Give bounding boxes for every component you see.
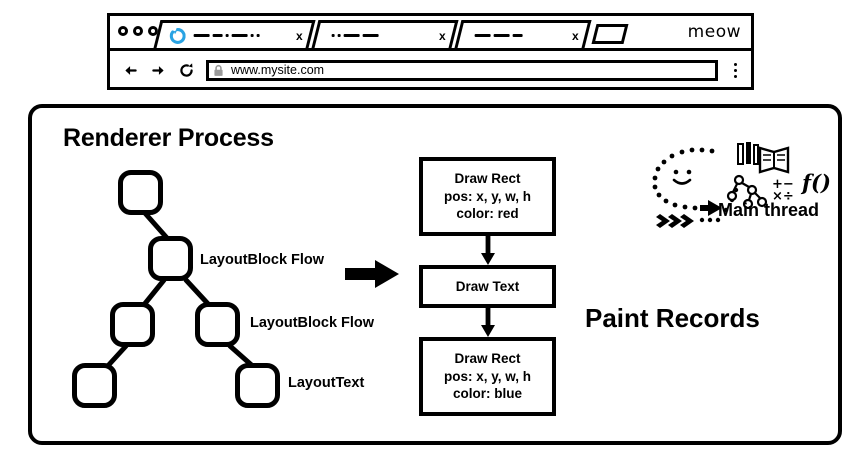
back-button[interactable] bbox=[119, 60, 141, 82]
browser-tab-3[interactable]: x bbox=[454, 20, 592, 48]
forward-button[interactable] bbox=[147, 60, 169, 82]
layout-tree-node-6[interactable] bbox=[235, 363, 280, 408]
layout-tree-node-2[interactable] bbox=[148, 236, 193, 281]
layout-tree-label-1: LayoutBlock Flow bbox=[200, 252, 325, 268]
layout-tree-diagram: LayoutBlock Flow LayoutBlock Flow Layout… bbox=[60, 160, 390, 410]
paint-record-3-line-3: color: blue bbox=[452, 386, 522, 402]
browser-tab-1[interactable]: x bbox=[153, 20, 316, 48]
paint-record-1[interactable]: Draw Rect pos: x, y, w, h color: red bbox=[419, 157, 556, 236]
layout-tree-label-2: LayoutBlock Flow bbox=[250, 315, 375, 331]
layout-tree-node-4[interactable] bbox=[195, 302, 240, 347]
url-bar[interactable]: www.mysite.com bbox=[206, 60, 718, 81]
paint-flow-arrow-2 bbox=[481, 308, 495, 337]
window-controls bbox=[118, 26, 158, 36]
browser-tab-2-title bbox=[331, 34, 379, 38]
layout-tree-node-root[interactable] bbox=[118, 170, 163, 215]
layout-tree-node-5[interactable] bbox=[72, 363, 117, 408]
reload-button[interactable] bbox=[175, 60, 197, 82]
browser-toolbar: www.mysite.com bbox=[110, 51, 751, 90]
paint-flow-arrow-1 bbox=[481, 236, 495, 265]
math-symbols-icon: +− ×÷ bbox=[772, 177, 794, 204]
window-dot-1[interactable] bbox=[118, 26, 128, 36]
more-vertical-icon[interactable] bbox=[724, 63, 746, 78]
browser-window: x x x meow bbox=[107, 13, 754, 90]
juggling-thread-figure-icon: +− ×÷ f() bbox=[636, 140, 846, 230]
paint-record-2-line-1: Draw Text bbox=[455, 278, 520, 294]
arrow-right-thick-icon bbox=[345, 258, 400, 290]
new-tab-button[interactable] bbox=[591, 24, 629, 44]
paint-record-3-line-1: Draw Rect bbox=[454, 350, 521, 366]
browser-tab-2-close-icon[interactable]: x bbox=[438, 28, 446, 43]
book-icon bbox=[758, 146, 790, 174]
lock-icon bbox=[212, 64, 225, 77]
browser-tab-2[interactable]: x bbox=[311, 20, 459, 48]
tab-strip: x x x meow bbox=[110, 16, 751, 51]
pencils-icon bbox=[737, 142, 759, 165]
paint-records-label: Paint Records bbox=[585, 303, 760, 333]
paint-record-3-line-2: pos: x, y, w, h bbox=[443, 368, 531, 384]
tree-graph-icon bbox=[726, 174, 768, 210]
paint-record-3[interactable]: Draw Rect pos: x, y, w, h color: blue bbox=[419, 337, 556, 416]
layout-tree-label-3: LayoutText bbox=[288, 375, 365, 391]
browser-tab-1-title bbox=[193, 34, 260, 38]
browser-brand-label: meow bbox=[687, 22, 741, 42]
window-dot-2[interactable] bbox=[133, 26, 143, 36]
url-text[interactable]: www.mysite.com bbox=[231, 63, 325, 78]
layout-tree-node-3[interactable] bbox=[110, 302, 155, 347]
function-notation-icon: f() bbox=[800, 170, 831, 195]
svg-text:+−: +− bbox=[772, 177, 794, 192]
browser-tab-1-close-icon[interactable]: x bbox=[295, 28, 303, 43]
svg-text:f(): f() bbox=[800, 170, 831, 195]
page-title: Renderer Process bbox=[63, 124, 274, 152]
browser-tab-3-close-icon[interactable]: x bbox=[571, 28, 579, 43]
browser-tab-3-title bbox=[474, 34, 523, 38]
paint-record-1-line-3: color: red bbox=[456, 206, 519, 222]
main-thread-label: Main thread bbox=[718, 200, 820, 220]
loading-spinner-icon bbox=[169, 27, 186, 44]
paint-record-1-line-1: Draw Rect bbox=[454, 170, 521, 186]
paint-record-2[interactable]: Draw Text bbox=[419, 265, 556, 308]
paint-record-1-line-2: pos: x, y, w, h bbox=[443, 188, 531, 204]
svg-text:×÷: ×÷ bbox=[772, 189, 794, 204]
